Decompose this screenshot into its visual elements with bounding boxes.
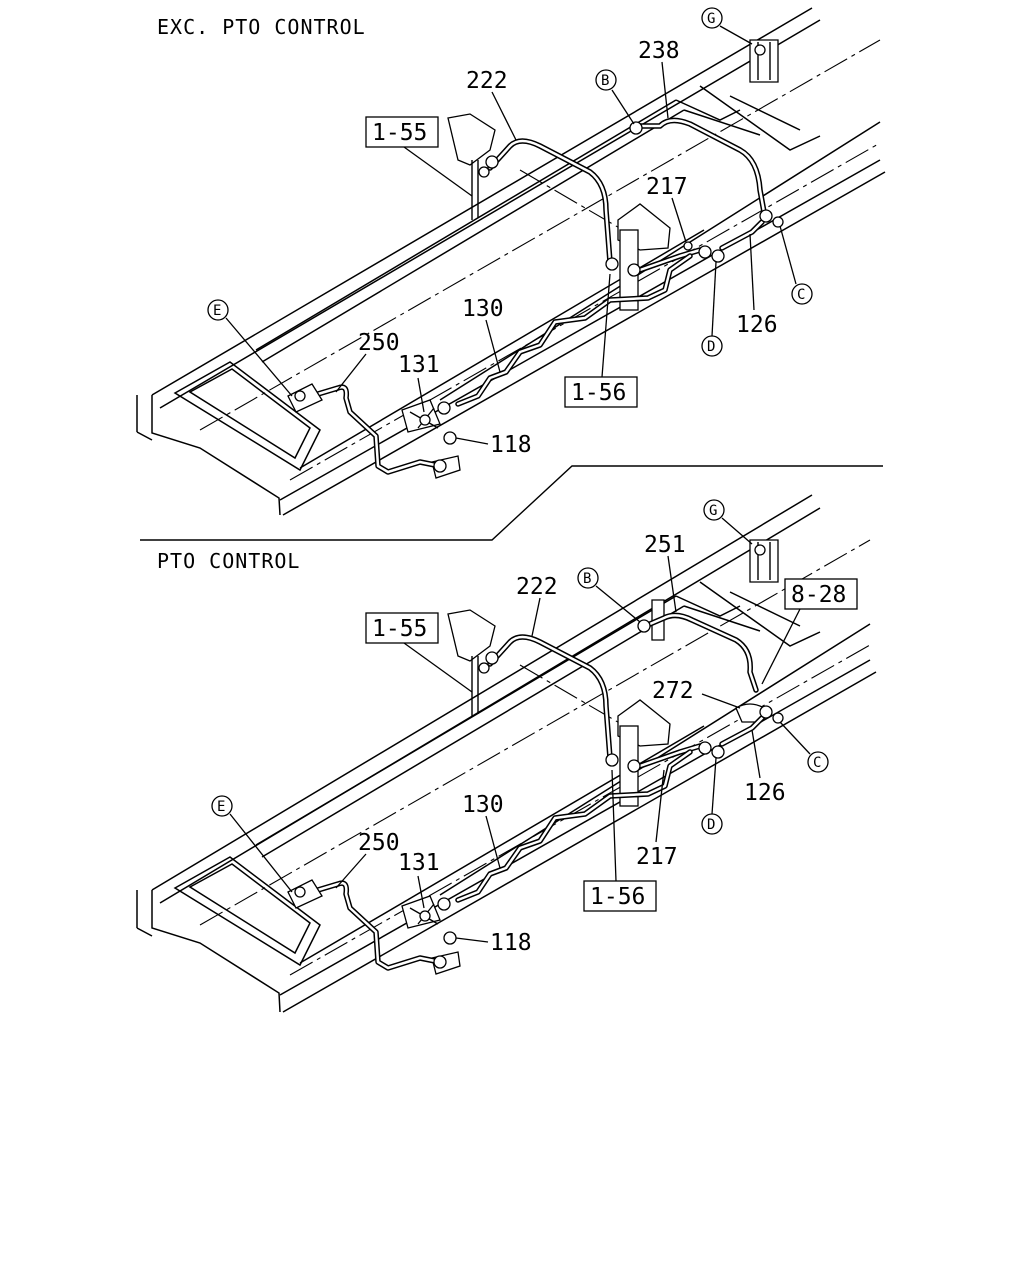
frame-brackets bbox=[401, 539, 779, 975]
callout-250: 250 bbox=[358, 330, 400, 356]
bottom-view: PTO CONTROL bbox=[136, 494, 877, 1013]
callout-126: 126 bbox=[736, 312, 778, 338]
bottom-view-title: PTO CONTROL bbox=[157, 549, 300, 573]
svg-text:1-56: 1-56 bbox=[571, 380, 626, 406]
svg-text:8-28: 8-28 bbox=[791, 582, 846, 608]
ref-box-1-55[interactable]: 1-55 bbox=[365, 612, 439, 644]
svg-text:C: C bbox=[797, 287, 805, 303]
ref-box-1-56[interactable]: 1-56 bbox=[583, 880, 657, 912]
svg-text:D: D bbox=[707, 339, 715, 355]
callout-251: 251 bbox=[644, 532, 686, 558]
ref-box-8-28[interactable]: 8-28 bbox=[784, 578, 858, 610]
top-view-title: EXC. PTO CONTROL bbox=[157, 15, 366, 39]
svg-text:D: D bbox=[707, 817, 715, 833]
callout-217: 217 bbox=[646, 174, 688, 200]
svg-text:G: G bbox=[709, 503, 717, 519]
brake-pipes bbox=[315, 117, 767, 475]
connector-label-C: C bbox=[791, 283, 813, 305]
callout-272: 272 bbox=[652, 678, 694, 704]
connector-label-G: G bbox=[703, 499, 725, 521]
connector-label-D: D bbox=[701, 813, 723, 835]
svg-text:1-56: 1-56 bbox=[590, 884, 645, 910]
pipe-fittings bbox=[287, 44, 784, 473]
svg-text:E: E bbox=[217, 799, 225, 815]
brake-pipes bbox=[315, 612, 765, 971]
connector-label-B: B bbox=[577, 567, 599, 589]
connector-label-C: C bbox=[807, 751, 829, 773]
top-view: EXC. PTO CONTROL bbox=[136, 7, 886, 516]
callout-222: 222 bbox=[466, 68, 508, 94]
view-separator-line bbox=[140, 465, 883, 541]
svg-text:1-55: 1-55 bbox=[372, 616, 427, 642]
callout-131: 131 bbox=[398, 850, 440, 876]
ref-box-1-55[interactable]: 1-55 bbox=[365, 116, 439, 148]
svg-text:B: B bbox=[601, 73, 609, 89]
svg-text:C: C bbox=[813, 755, 821, 771]
ref-box-1-56[interactable]: 1-56 bbox=[564, 376, 638, 408]
connector-label-E: E bbox=[207, 299, 229, 321]
callout-126: 126 bbox=[744, 780, 786, 806]
callout-250: 250 bbox=[358, 830, 400, 856]
pipe-fittings bbox=[287, 544, 784, 969]
callout-222: 222 bbox=[516, 574, 558, 600]
connector-label-E: E bbox=[211, 795, 233, 817]
callout-118: 118 bbox=[490, 432, 532, 458]
connector-label-B: B bbox=[595, 69, 617, 91]
svg-text:G: G bbox=[707, 11, 715, 27]
callout-131: 131 bbox=[398, 352, 440, 378]
callout-130: 130 bbox=[462, 296, 504, 322]
connector-label-D: D bbox=[701, 335, 723, 357]
svg-text:1-55: 1-55 bbox=[372, 120, 427, 146]
chassis-frame bbox=[136, 494, 877, 1013]
callout-130: 130 bbox=[462, 792, 504, 818]
svg-text:E: E bbox=[213, 303, 221, 319]
callout-118: 118 bbox=[490, 930, 532, 956]
callout-238: 238 bbox=[638, 38, 680, 64]
callout-217: 217 bbox=[636, 844, 678, 870]
connector-label-G: G bbox=[701, 7, 723, 29]
svg-text:B: B bbox=[583, 571, 591, 587]
